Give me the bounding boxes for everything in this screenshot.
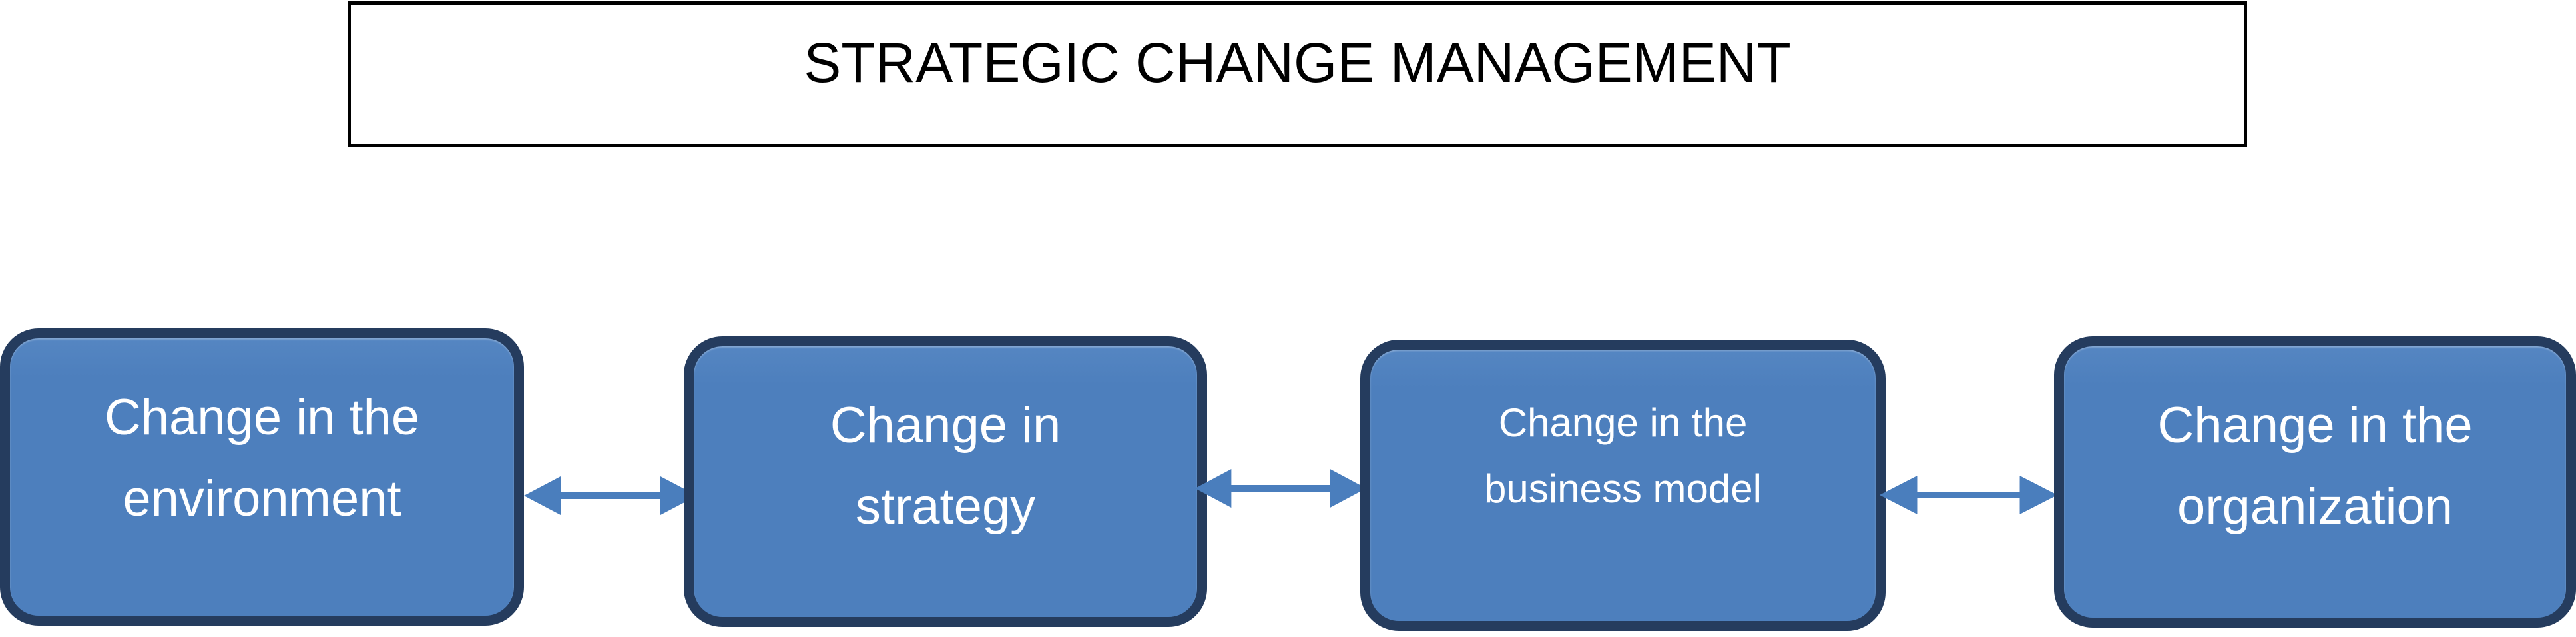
node-label-line: environment [123, 470, 401, 527]
node-change-in-organization: Change in the organization [2054, 336, 2576, 628]
node-label-line: Change in the [2157, 397, 2473, 454]
title-text: STRATEGIC CHANGE MANAGEMENT [804, 31, 1791, 94]
node-label-line: Change in the [104, 389, 420, 446]
node-label-line: Change in the [1498, 400, 1748, 445]
title-box: STRATEGIC CHANGE MANAGEMENT [348, 1, 2247, 147]
node-label-line: organization [2177, 478, 2453, 535]
connector-environment-strategy [524, 456, 697, 536]
double-arrow-icon [1195, 469, 1366, 508]
node-change-in-strategy: Change in strategy [684, 336, 1207, 627]
connector-strategy-business-model [1195, 448, 1366, 528]
node-change-in-business-model: Change in the business model [1360, 340, 1886, 631]
double-arrow-icon [1880, 476, 2057, 514]
node-label-line: strategy [855, 478, 1036, 535]
node-label-line: Change in [830, 397, 1061, 454]
connector-business-model-organization [1880, 455, 2057, 535]
double-arrow-icon [524, 476, 697, 515]
node-label-line: business model [1484, 466, 1762, 511]
node-change-in-environment: Change in the environment [0, 328, 524, 626]
